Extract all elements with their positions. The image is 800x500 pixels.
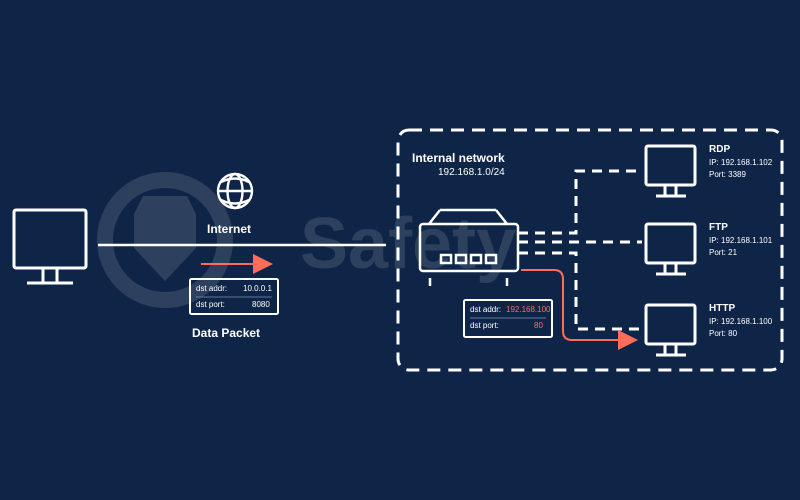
data-packet [189, 278, 279, 315]
watermark: Safety [97, 172, 516, 308]
packet-dst-addr-value: 10.0.0.1 [243, 284, 272, 293]
internal-network-label: Internal network [412, 151, 505, 165]
ftp-server-label: FTP [709, 222, 728, 233]
http-server-port: Port: 80 [709, 329, 738, 338]
forwarding-route [521, 269, 638, 350]
ftp-server-port: Port: 21 [709, 248, 738, 257]
forwarded-dst-addr-label: dst addr: [470, 305, 502, 314]
http-server-ip: IP: 192.168.1.100 [709, 317, 773, 326]
forwarded-dst-port-label: dst port: [470, 321, 499, 330]
internal-network-boundary [396, 128, 784, 372]
forwarded-dst-addr-value: 192.168.100 [506, 305, 551, 314]
server-ftp-icon [644, 222, 697, 276]
rdp-server-label: RDP [709, 144, 731, 155]
packet-dst-port-value: 8080 [252, 300, 270, 309]
packet-dst-addr-label: dst addr: [196, 284, 228, 293]
ftp-server-ip: IP: 192.168.1.101 [709, 236, 773, 245]
internet-label: Internet [207, 222, 252, 236]
globe-icon [216, 172, 254, 210]
server-http-icon [644, 303, 697, 357]
external-computer-icon [12, 208, 88, 285]
rdp-server-ip: IP: 192.168.1.102 [709, 158, 773, 167]
rdp-server-port: Port: 3389 [709, 170, 746, 179]
subnet-label: 192.168.1.0/24 [438, 167, 505, 178]
internal-routes [518, 169, 642, 331]
server-rdp-icon [644, 144, 697, 198]
http-server-label: HTTP [709, 303, 736, 314]
router-icon [418, 208, 520, 286]
forwarded-packet [463, 299, 553, 338]
forwarded-dst-port-value: 80 [534, 321, 543, 330]
data-packet-label: Data Packet [192, 326, 261, 340]
packet-dst-port-label: dst port: [196, 300, 225, 309]
